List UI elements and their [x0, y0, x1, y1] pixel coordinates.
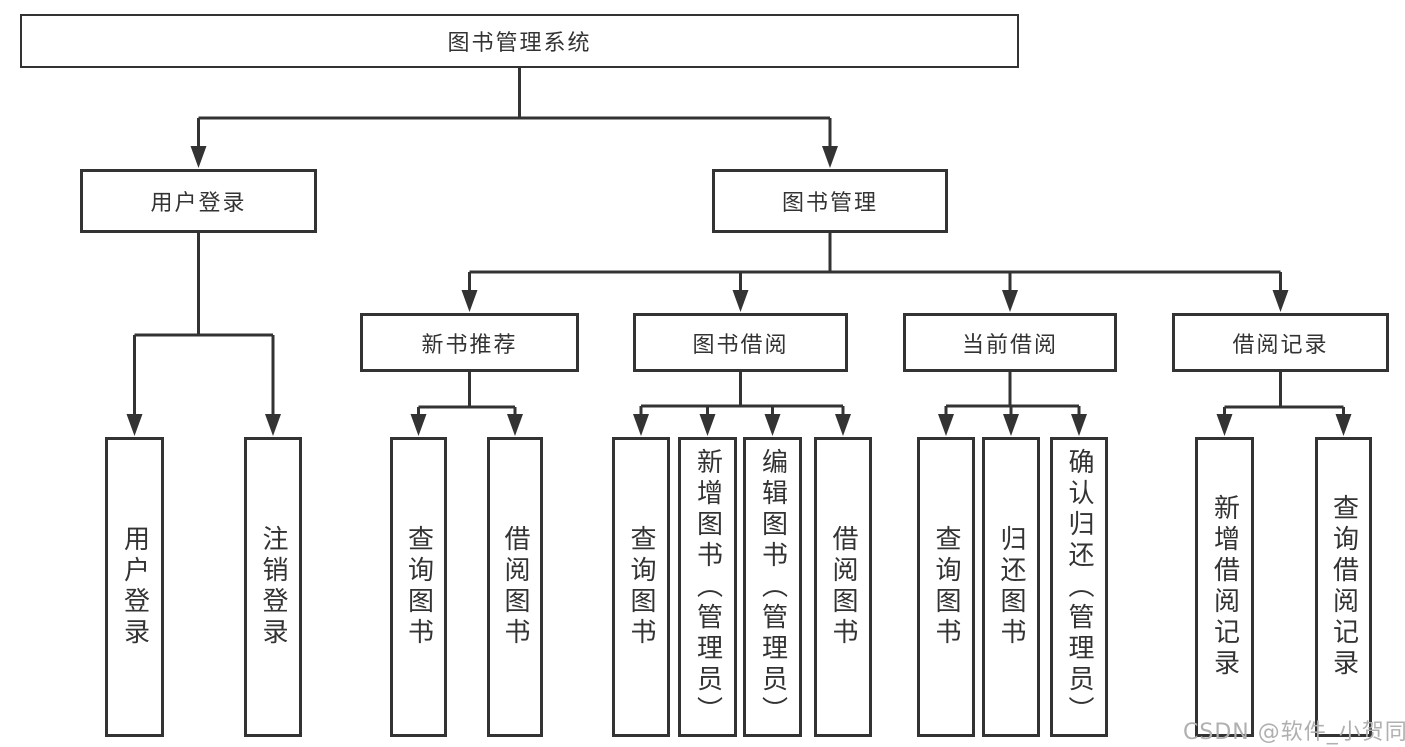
- connector-login-to-leaves: [126, 233, 281, 436]
- node-label: 新书推荐: [421, 332, 518, 358]
- arrow-down-icon: [1003, 414, 1019, 436]
- node-book-management: 图书管理: [712, 169, 948, 233]
- node-label: 新增图书（管理员）: [692, 447, 723, 727]
- arrow-down-icon: [633, 414, 649, 436]
- node-leaf-query-borrow-record: 查询借阅记录: [1315, 437, 1372, 737]
- node-leaf-current-query-books: 查询图书: [917, 437, 975, 737]
- connector-root-to-level2: [190, 68, 838, 168]
- node-label: 用户登录: [150, 191, 247, 216]
- node-leaf-newbook-borrow-books: 借阅图书: [487, 437, 543, 737]
- node-label: 确认归还（管理员）: [1064, 447, 1094, 727]
- node-label: 借阅图书: [828, 525, 858, 649]
- node-leaf-user-login: 用户登录: [105, 437, 164, 737]
- arrow-down-icon: [1335, 414, 1352, 436]
- node-leaf-newbook-query-books: 查询图书: [390, 437, 447, 737]
- node-leaf-add-borrow-record: 新增借阅记录: [1195, 437, 1254, 737]
- arrow-down-icon: [1002, 290, 1018, 312]
- node-label: 编辑图书（管理员）: [757, 447, 788, 727]
- arrow-down-icon: [265, 414, 281, 436]
- connector-current-to-leaves: [938, 372, 1087, 436]
- node-label: 新增借阅记录: [1209, 494, 1240, 680]
- arrow-down-icon: [732, 290, 749, 312]
- arrow-down-icon: [822, 146, 838, 168]
- connector-borrow-to-leaves: [633, 372, 851, 436]
- node-label: 归还图书: [996, 525, 1026, 649]
- node-leaf-confirm-return-admin: 确认归还（管理员）: [1050, 437, 1108, 737]
- arrow-down-icon: [699, 414, 716, 436]
- node-label: 查询图书: [626, 525, 656, 649]
- node-current-borrow: 当前借阅: [903, 313, 1117, 372]
- connector-mgmt-to-level3: [461, 233, 1289, 312]
- arrow-down-icon: [1071, 414, 1087, 436]
- node-leaf-logout: 注销登录: [244, 437, 302, 737]
- node-label: 用户登录: [119, 525, 150, 649]
- arrow-down-icon: [1272, 290, 1289, 312]
- node-leaf-edit-books-admin: 编辑图书（管理员）: [743, 437, 802, 737]
- arrow-down-icon: [938, 414, 954, 436]
- node-label: 查询借阅记录: [1328, 494, 1359, 680]
- arrow-down-icon: [764, 414, 781, 436]
- node-label: 图书管理系统: [447, 31, 592, 56]
- arrow-down-icon: [190, 146, 207, 168]
- connector-records-to-leaves: [1216, 372, 1352, 436]
- arrow-down-icon: [507, 414, 523, 436]
- node-leaf-borrow-query-books: 查询图书: [612, 437, 670, 737]
- node-borrow-records: 借阅记录: [1172, 313, 1389, 372]
- arrow-down-icon: [1216, 414, 1233, 436]
- arrow-down-icon: [461, 290, 478, 312]
- node-user-login: 用户登录: [80, 169, 317, 233]
- node-book-borrow: 图书借阅: [633, 313, 848, 372]
- node-leaf-add-books-admin: 新增图书（管理员）: [678, 437, 737, 737]
- node-leaf-return-books: 归还图书: [982, 437, 1040, 737]
- node-label: 图书借阅: [692, 332, 789, 358]
- node-label: 借阅图书: [500, 525, 530, 649]
- node-label: 注销登录: [258, 525, 288, 649]
- node-label: 当前借阅: [961, 332, 1058, 358]
- node-label: 查询图书: [403, 525, 434, 649]
- node-label: 图书管理: [781, 191, 878, 216]
- watermark: CSDN @软件_小贺同学: [1183, 720, 1405, 745]
- node-library-system: 图书管理系统: [20, 14, 1019, 68]
- node-label: 借阅记录: [1232, 332, 1329, 358]
- node-leaf-borrow-borrow-books: 借阅图书: [814, 437, 872, 737]
- arrow-down-icon: [126, 414, 143, 436]
- connector-newbook-to-leaves: [410, 372, 523, 436]
- arrow-down-icon: [410, 414, 427, 436]
- arrow-down-icon: [835, 414, 851, 436]
- node-new-book-recommend: 新书推荐: [360, 313, 579, 372]
- node-label: 查询图书: [931, 525, 961, 649]
